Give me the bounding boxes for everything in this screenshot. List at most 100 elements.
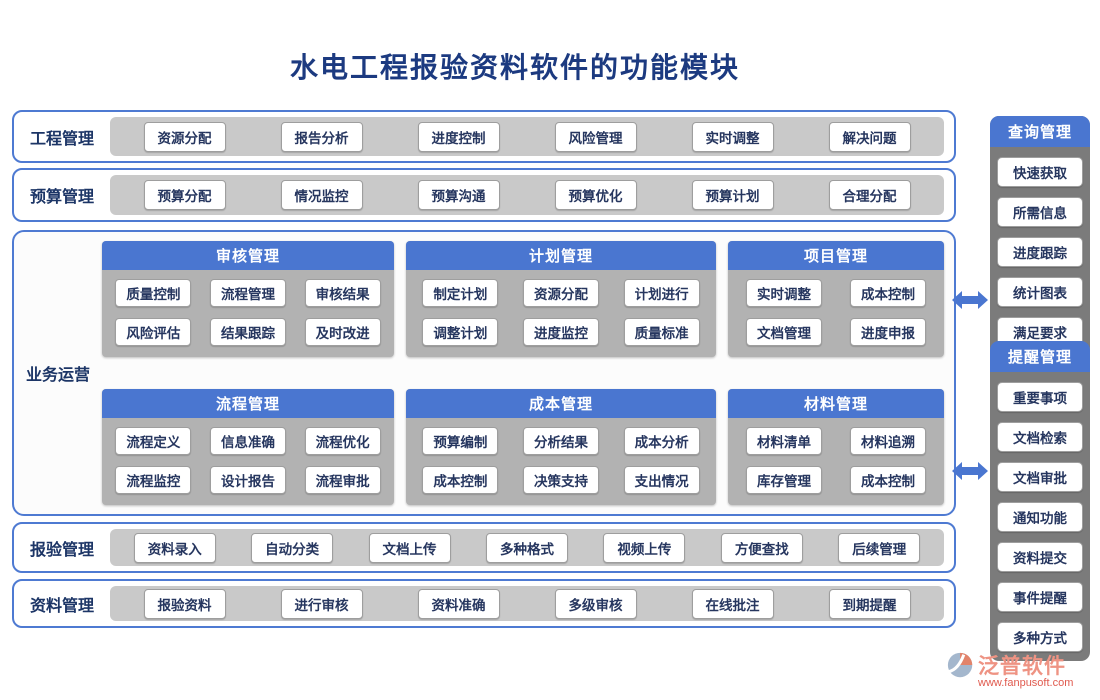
feature-chip: 进行审核 <box>280 588 363 619</box>
feature-band: 资源分配报告分析进度控制风险管理实时调整解决问题 <box>110 117 944 156</box>
feature-chip: 流程定义 <box>115 427 192 455</box>
feature-chip: 多种方式 <box>997 622 1083 652</box>
feature-chip: 决策支持 <box>522 466 599 494</box>
feature-chip: 风险管理 <box>554 121 637 152</box>
sidebar-items: 重要事项文档检索文档审批通知功能资料提交事件提醒多种方式 <box>990 372 1090 656</box>
section-label: 报验管理 <box>29 541 94 559</box>
panel-grid: 审核管理 质量控制流程管理审核结果风险评估结果跟踪及时改进 计划管理 制定计划资… <box>102 232 954 514</box>
feature-chip: 解决问题 <box>828 121 911 152</box>
feature-chip: 制定计划 <box>422 279 499 307</box>
panel-audit-management: 审核管理 质量控制流程管理审核结果风险评估结果跟踪及时改进 <box>102 241 394 357</box>
feature-chip: 资料录入 <box>133 532 216 563</box>
feature-chip: 风险评估 <box>115 318 192 346</box>
panel-title: 材料管理 <box>728 389 944 418</box>
panel-body: 预算编制分析结果成本分析成本控制决策支持支出情况 <box>406 418 716 505</box>
diagram-title: 水电工程报验资料软件的功能模块 <box>289 52 740 83</box>
panel-body: 流程定义信息准确流程优化流程监控设计报告流程审批 <box>102 418 394 505</box>
panel-title: 成本管理 <box>406 389 716 418</box>
feature-chip: 材料清单 <box>746 427 822 455</box>
brand-logo-icon <box>947 652 973 678</box>
feature-chip: 结果跟踪 <box>209 318 286 346</box>
feature-chip: 成本控制 <box>422 466 499 494</box>
section-document-management: 资料管理 报验资料进行审核资料准确多级审核在线批注到期提醒 <box>12 579 956 628</box>
feature-chip: 重要事项 <box>997 382 1083 412</box>
feature-chip: 报告分析 <box>280 121 363 152</box>
section-business-operations: 业务运营 审核管理 质量控制流程管理审核结果风险评估结果跟踪及时改进 计划管理 … <box>12 230 956 516</box>
feature-chip: 调整计划 <box>422 318 499 346</box>
panel-title: 流程管理 <box>102 389 394 418</box>
feature-chip: 事件提醒 <box>997 582 1083 612</box>
section-inspection-management: 报验管理 资料录入 自动分类 文档上传 多种格式 视频上传 方便查找 后续管理 <box>12 522 956 573</box>
panel-material-management: 材料管理 材料清单材料追溯库存管理成本控制 <box>728 389 944 505</box>
feature-chip: 文档上传 <box>368 532 451 563</box>
feature-chip: 文档检索 <box>997 422 1083 452</box>
feature-chip: 及时改进 <box>304 318 381 346</box>
panel-process-management: 流程管理 流程定义信息准确流程优化流程监控设计报告流程审批 <box>102 389 394 505</box>
panel-body: 实时调整成本控制文档管理进度申报 <box>728 270 944 357</box>
feature-chip: 进度申报 <box>850 318 926 346</box>
sidebar-group-reminder-management: 提醒管理 重要事项文档检索文档审批通知功能资料提交事件提醒多种方式 <box>990 341 1090 661</box>
feature-chip: 多级审核 <box>554 588 637 619</box>
feature-chip: 到期提醒 <box>828 588 911 619</box>
panel-body: 材料清单材料追溯库存管理成本控制 <box>728 418 944 505</box>
panel-project-management: 项目管理 实时调整成本控制文档管理进度申报 <box>728 241 944 357</box>
feature-chip: 成本分析 <box>623 427 700 455</box>
feature-chip: 资料提交 <box>997 542 1083 572</box>
feature-chip: 设计报告 <box>209 466 286 494</box>
feature-band: 报验资料 进行审核 资料准确 多级审核 在线批注 到期提醒 <box>110 586 944 621</box>
feature-chip: 质量控制 <box>115 279 192 307</box>
section-label: 预算管理 <box>29 189 94 206</box>
feature-chip: 自动分类 <box>251 532 334 563</box>
feature-chip: 预算编制 <box>422 427 499 455</box>
feature-chip: 成本控制 <box>850 466 926 494</box>
sidebar-items: 快速获取所需信息进度跟踪统计图表满足要求 <box>990 147 1090 351</box>
feature-chip: 方便查找 <box>720 532 803 563</box>
section-engineering-management: 工程管理 资源分配报告分析进度控制风险管理实时调整解决问题 <box>12 110 956 163</box>
feature-band: 资料录入 自动分类 文档上传 多种格式 视频上传 方便查找 后续管理 <box>110 529 944 566</box>
feature-chip: 文档管理 <box>746 318 822 346</box>
feature-chip: 进度控制 <box>417 121 500 152</box>
section-budget-management: 预算管理 预算分配情况监控预算沟通预算优化预算计划合理分配 <box>12 168 956 222</box>
feature-chip: 实时调整 <box>746 279 822 307</box>
panel-body: 质量控制流程管理审核结果风险评估结果跟踪及时改进 <box>102 270 394 357</box>
feature-chip: 预算沟通 <box>417 180 500 210</box>
panel-body: 制定计划资源分配计划进行调整计划进度监控质量标准 <box>406 270 716 357</box>
feature-chip: 所需信息 <box>997 197 1083 227</box>
feature-chip: 资源分配 <box>143 121 226 152</box>
section-label: 工程管理 <box>29 130 94 148</box>
feature-chip: 流程审批 <box>304 466 381 494</box>
feature-chip: 在线批注 <box>691 588 774 619</box>
feature-chip: 报验资料 <box>143 588 226 619</box>
brand-name: 泛普软件 <box>978 655 1066 678</box>
panel-cost-management: 成本管理 预算编制分析结果成本分析成本控制决策支持支出情况 <box>406 389 716 505</box>
brand-logo: 泛普软件 www.fanpusoft.com <box>946 650 1098 689</box>
sidebar-group-title: 查询管理 <box>990 116 1090 147</box>
feature-chip: 信息准确 <box>209 427 286 455</box>
feature-chip: 材料追溯 <box>850 427 926 455</box>
feature-chip: 多种格式 <box>485 532 568 563</box>
feature-chip: 后续管理 <box>838 532 921 563</box>
panel-title: 项目管理 <box>728 241 944 270</box>
sidebar-group-query-management: 查询管理 快速获取所需信息进度跟踪统计图表满足要求 <box>990 116 1090 356</box>
double-arrow-icon <box>951 289 989 311</box>
feature-chip: 情况监控 <box>280 180 363 210</box>
feature-chip: 进度跟踪 <box>997 237 1083 267</box>
feature-chip: 审核结果 <box>304 279 381 307</box>
feature-chip: 预算分配 <box>143 180 226 210</box>
feature-chip: 资料准确 <box>417 588 500 619</box>
panel-title: 计划管理 <box>406 241 716 270</box>
feature-chip: 预算优化 <box>554 180 637 210</box>
feature-chip: 流程管理 <box>209 279 286 307</box>
feature-chip: 支出情况 <box>623 466 700 494</box>
feature-chip: 资源分配 <box>522 279 599 307</box>
feature-chip: 计划进行 <box>623 279 700 307</box>
feature-chip: 合理分配 <box>828 180 911 210</box>
feature-chip: 通知功能 <box>997 502 1083 532</box>
sidebar-group-title: 提醒管理 <box>990 341 1090 372</box>
brand-url: www.fanpusoft.com <box>978 677 1074 689</box>
feature-band: 预算分配情况监控预算沟通预算优化预算计划合理分配 <box>110 175 944 215</box>
feature-chip: 质量标准 <box>623 318 700 346</box>
feature-chip: 流程优化 <box>304 427 381 455</box>
feature-chip: 视频上传 <box>603 532 686 563</box>
feature-chip: 库存管理 <box>746 466 822 494</box>
